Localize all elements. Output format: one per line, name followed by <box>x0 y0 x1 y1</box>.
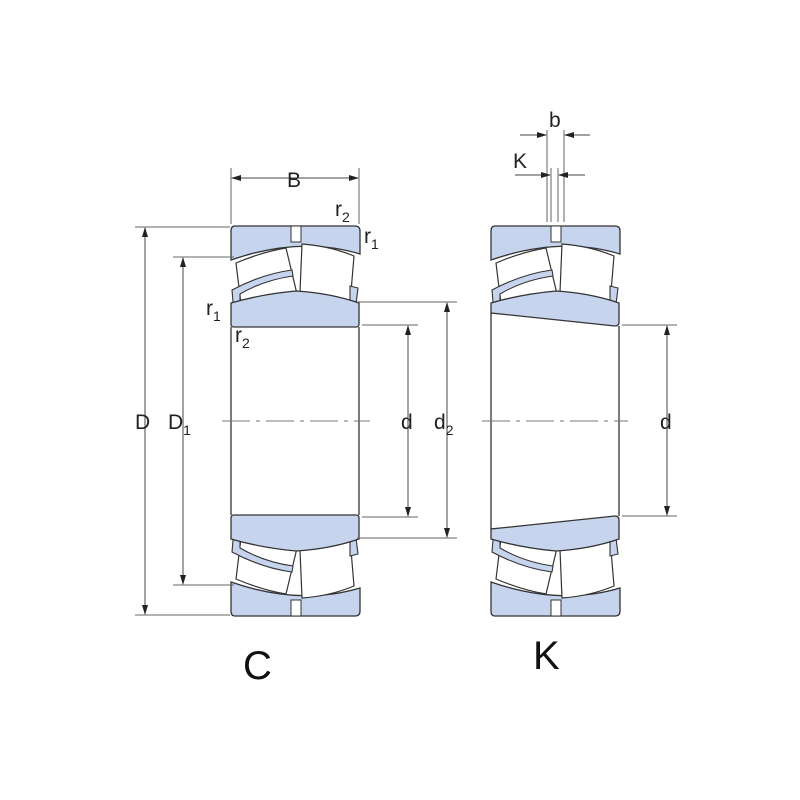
bearing-k-bottom-section <box>490 515 621 617</box>
label-d: d <box>401 411 413 434</box>
variant-label-c: C <box>243 644 272 688</box>
label-d-k: d <box>660 411 672 434</box>
bearing-c-top-section <box>230 225 361 328</box>
variant-label-k: K <box>533 634 560 678</box>
label-r1-bottom: r1 <box>206 297 221 324</box>
label-D: D <box>135 411 150 434</box>
label-r2-top: r2 <box>335 198 350 225</box>
bearing-c <box>222 225 370 617</box>
label-K-dim: K <box>513 150 527 173</box>
label-r2-bottom: r2 <box>235 324 250 351</box>
bearing-k <box>482 225 628 617</box>
label-b: b <box>549 109 561 132</box>
label-d2: d2 <box>434 411 454 438</box>
label-B: B <box>287 169 301 192</box>
label-r1-top: r1 <box>364 225 379 252</box>
bearing-k-top-section <box>490 225 621 327</box>
bearing-c-bottom-section <box>230 514 361 617</box>
dimensions-k <box>515 130 677 517</box>
dimensions-c <box>135 168 457 616</box>
label-D1: D1 <box>168 411 191 438</box>
